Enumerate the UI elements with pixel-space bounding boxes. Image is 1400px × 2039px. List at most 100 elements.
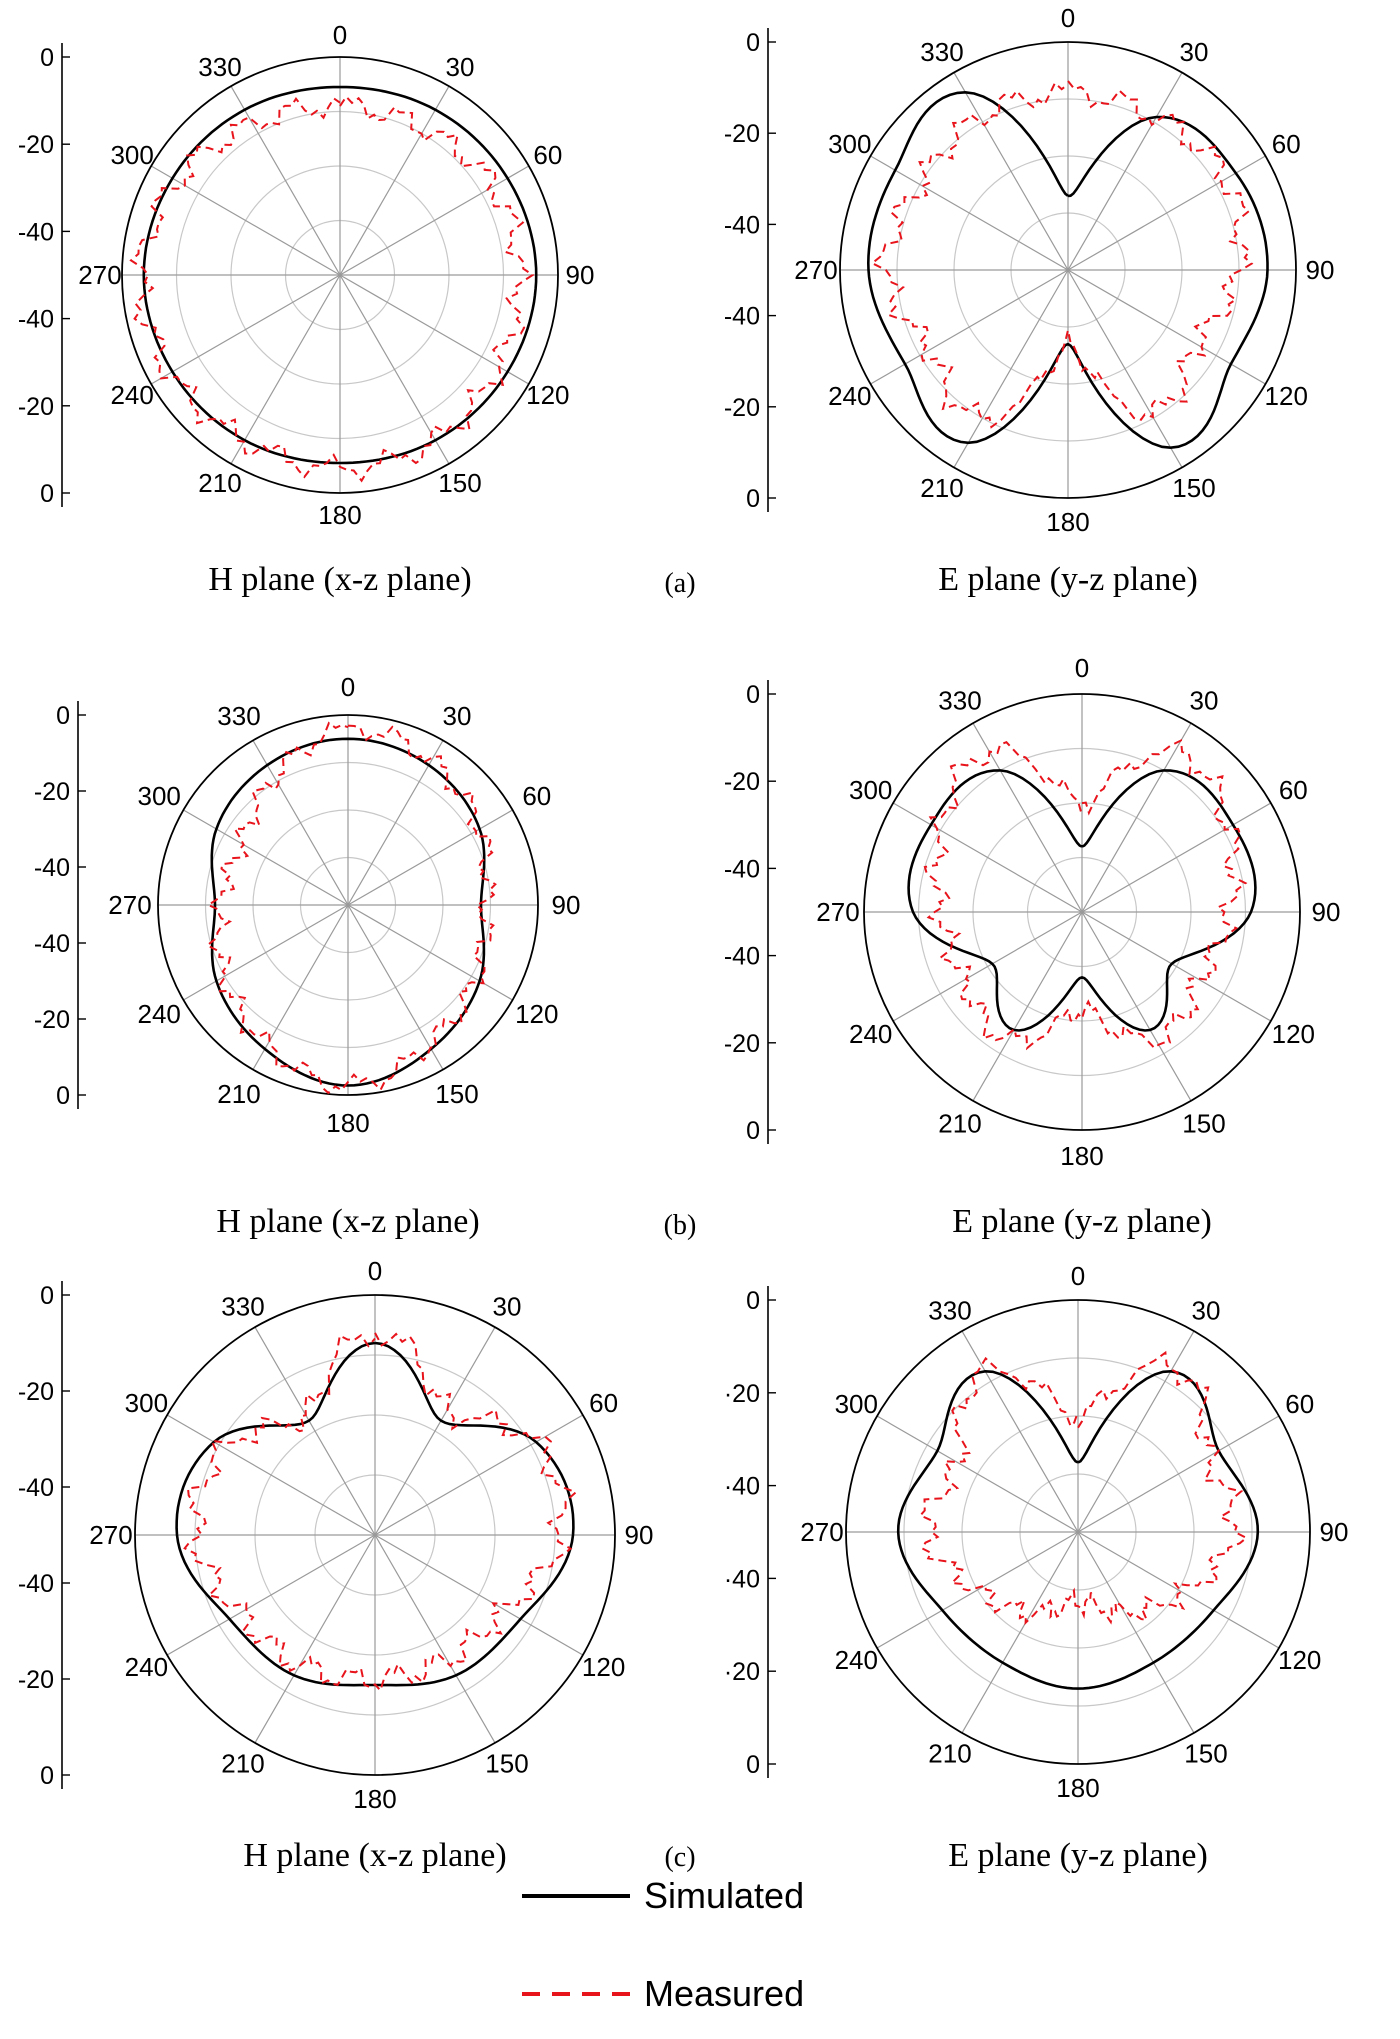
grid-spoke [339, 274, 450, 465]
grid-spoke [230, 85, 341, 276]
radial-tick-label: -20 [34, 1006, 70, 1034]
plane-caption: E plane (y-z plane) [952, 1203, 1212, 1240]
angle-tick-label: 120 [1272, 1019, 1315, 1049]
grid-spoke [252, 904, 349, 1070]
angle-tick-label: 150 [1172, 473, 1215, 503]
grid-spoke [961, 1531, 1079, 1734]
angle-tick-label: 90 [625, 1520, 654, 1550]
radial-tick-label: -40 [18, 1474, 54, 1502]
radial-tick-label: -40 [724, 855, 760, 883]
radial-tick-label: -20 [724, 394, 760, 422]
angle-tick-label: 210 [217, 1079, 260, 1109]
angle-tick-label: 0 [1071, 1261, 1085, 1291]
angle-tick-label: 150 [1182, 1108, 1225, 1138]
angle-tick-label: 30 [446, 52, 475, 82]
angle-tick-label: 180 [318, 500, 361, 530]
outer-ring [134, 1294, 616, 1776]
polar-chart-4: 03060901201501802102402703003300-20-40-4… [724, 653, 1341, 1240]
angle-tick-label: 60 [1279, 775, 1308, 805]
grid-spoke [1067, 155, 1266, 271]
angle-tick-label: 90 [566, 260, 595, 290]
radial-tick-label: -20 [18, 1378, 54, 1406]
angle-tick-label: 270 [78, 260, 121, 290]
polar-chart-5: 03060901201501802102402703003300-20-40-4… [18, 1256, 654, 1874]
angle-tick-label: 150 [438, 468, 481, 498]
measured-curve [918, 1350, 1249, 1626]
grid-spoke [166, 1414, 376, 1536]
panels: 03060901201501802102402703003300-20-40-4… [18, 3, 1349, 1874]
grid-spoke [870, 269, 1069, 385]
polar-chart-3: 03060901201501802102402703003300-20-40-4… [34, 672, 581, 1240]
grid-spoke [252, 740, 349, 906]
angle-tick-label: 120 [526, 380, 569, 410]
radial-tick-label: -20 [18, 131, 54, 159]
radial-tick-label: 0 [40, 1282, 54, 1310]
angle-tick-label: 270 [794, 255, 837, 285]
angle-tick-label: 120 [582, 1652, 625, 1682]
polar-chart-1: 03060901201501802102402703003300-20-40-4… [18, 20, 595, 598]
grid-spoke [347, 904, 444, 1070]
radial-tick-label: -20 [724, 120, 760, 148]
grid-spoke [1081, 802, 1272, 913]
radial-tick-label: -40 [34, 930, 70, 958]
radial-tick-label: -20 [724, 768, 760, 796]
grid-spoke [347, 740, 444, 906]
measured-curve [129, 95, 535, 483]
angle-tick-label: 270 [816, 897, 859, 927]
grid-spoke [254, 1534, 376, 1744]
angle-tick-label: 270 [108, 890, 151, 920]
grid-spoke [374, 1414, 584, 1536]
polar-chart-6: 03060901201501802102402703003300·20·40·4… [724, 1261, 1349, 1874]
angle-tick-label: 270 [89, 1520, 132, 1550]
angle-tick-label: 300 [138, 781, 181, 811]
radial-tick-label: 0 [56, 1082, 70, 1110]
radial-tick-label: 0 [56, 702, 70, 730]
grid-spoke [892, 911, 1083, 1022]
radial-tick-label: -40 [18, 306, 54, 334]
grid-spoke [374, 1534, 584, 1656]
radial-tick-label: -20 [34, 778, 70, 806]
radial-tick-label: ·40 [724, 1473, 760, 1501]
legend-measured-label: Measured [644, 1973, 804, 2014]
radial-tick-label: -40 [724, 303, 760, 331]
panel-label-c: (c) [664, 1842, 695, 1873]
angle-tick-label: 180 [1060, 1141, 1103, 1171]
radial-tick-label: 0 [746, 1117, 760, 1145]
radial-tick-label: ·40 [724, 1565, 760, 1593]
radial-tick-label: -40 [724, 211, 760, 239]
angle-tick-label: 210 [198, 468, 241, 498]
grid-spoke [870, 155, 1069, 271]
angle-tick-label: 30 [493, 1291, 522, 1321]
outer-ring [121, 56, 559, 494]
grid-spoke [1077, 1330, 1195, 1533]
angle-tick-label: 60 [533, 140, 562, 170]
measured-curve [205, 721, 497, 1095]
grid-spoke [1081, 911, 1272, 1022]
outer-ring [157, 714, 539, 1096]
radial-tick-label: -40 [18, 1570, 54, 1598]
legend-simulated-label: Simulated [644, 1875, 804, 1916]
grid-spoke [150, 165, 341, 276]
grid-spoke [347, 904, 513, 1001]
angle-tick-label: 0 [1061, 3, 1075, 33]
angle-tick-label: 90 [1306, 255, 1335, 285]
legend: Simulated Measured [522, 1875, 804, 2014]
angle-tick-label: 300 [828, 129, 871, 159]
plane-caption: H plane (x-z plane) [243, 1837, 506, 1874]
plane-caption: H plane (x-z plane) [208, 561, 471, 598]
radial-tick-label: 0 [746, 485, 760, 513]
panel-label-a: (a) [664, 568, 695, 599]
grid-spoke [1067, 72, 1183, 271]
grid-spoke [374, 1534, 496, 1744]
grid-spoke [876, 1415, 1079, 1533]
angle-tick-label: 60 [589, 1388, 618, 1418]
simulated-curve [142, 85, 538, 465]
grid-spoke [374, 1326, 496, 1536]
angle-tick-label: 30 [443, 701, 472, 731]
grid-spoke [1081, 911, 1192, 1102]
grid-spoke [1067, 269, 1266, 385]
grid-spoke [961, 1330, 1079, 1533]
grid-spoke [1081, 722, 1192, 913]
simulated-curve [907, 769, 1257, 1032]
